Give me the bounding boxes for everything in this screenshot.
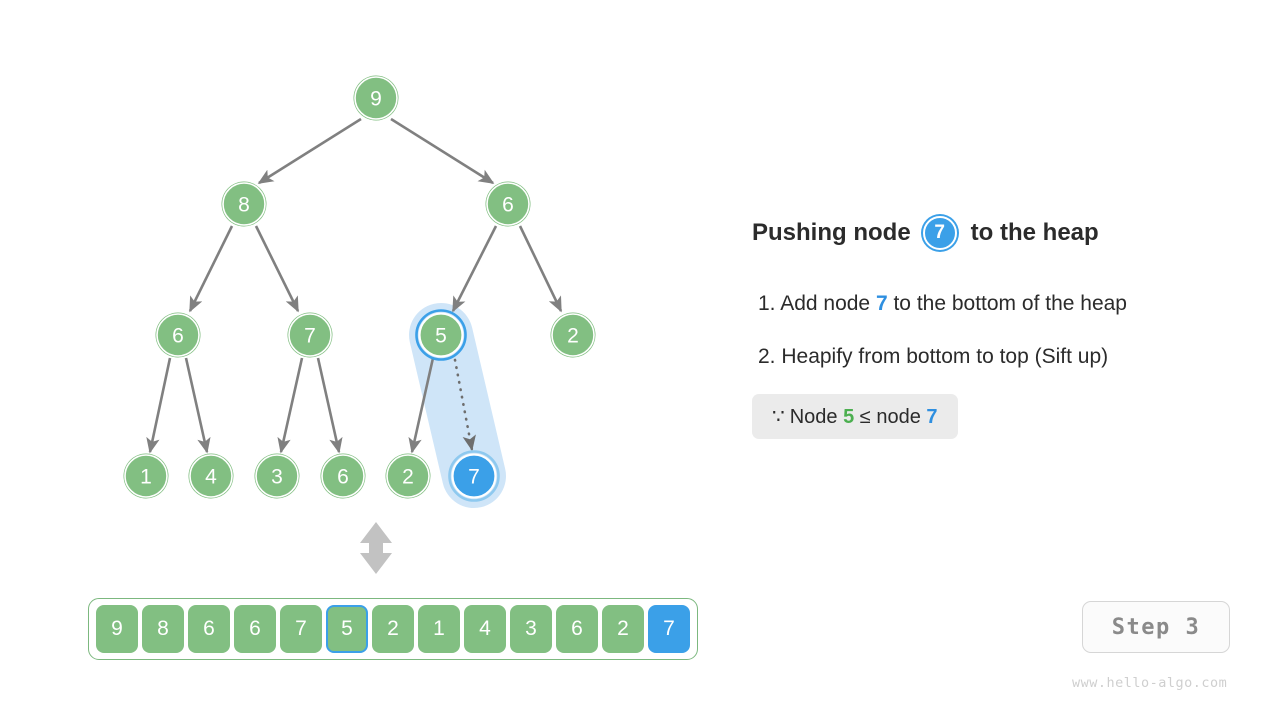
tree-node-5-highlighted: 5 — [415, 309, 467, 361]
title-node-badge: 7 — [922, 216, 957, 250]
array-cell[interactable]: 2 — [602, 605, 644, 653]
tree-node-1-leaf: 1 — [123, 453, 169, 499]
step-1-suffix: to the bottom of the heap — [887, 292, 1127, 315]
tree-node-label: 1 — [140, 466, 152, 489]
edge-8-7 — [254, 225, 300, 313]
edge-6-4 — [184, 357, 211, 454]
tree-node-label: 2 — [567, 325, 579, 348]
tree-node-label: 7 — [304, 325, 316, 348]
because-symbol-icon: ∵ — [772, 406, 785, 428]
instruction-step-2: 2. Heapify from bottom to top (Sift up) — [758, 345, 1108, 369]
tree-array-equivalence-arrow — [360, 522, 392, 574]
tree-node-label: 5 — [435, 325, 447, 348]
hint-mid: node — [876, 406, 927, 428]
edge-7-6 — [316, 357, 343, 454]
array-cell[interactable]: 6 — [188, 605, 230, 653]
tree-node-9: 9 — [353, 75, 399, 121]
edge-9-6 — [390, 117, 495, 185]
edge-5-2 — [408, 357, 435, 454]
hint-right-value: 7 — [926, 406, 938, 428]
heap-visualization: 9 8 6 6 7 — [88, 75, 698, 660]
tree-node-label: 8 — [238, 194, 250, 217]
heap-array: 9 8 6 6 7 5 2 1 4 3 6 2 7 — [88, 598, 698, 660]
edge-8-6 — [188, 225, 234, 313]
array-cell[interactable]: 3 — [510, 605, 552, 653]
tree-node-7-l2: 7 — [287, 312, 333, 358]
step-counter-badge: Step 3 — [1082, 601, 1230, 653]
title-prefix: Pushing node — [752, 219, 911, 246]
comparison-hint-box: ∵Node 5 ≤ node 7 — [752, 394, 958, 439]
footer-watermark: www.hello-algo.com — [1072, 675, 1228, 691]
tree-node-2-leaf: 2 — [385, 453, 431, 499]
edge-9-8 — [257, 117, 362, 185]
tree-node-label: 6 — [172, 325, 184, 348]
array-cell[interactable]: 6 — [234, 605, 276, 653]
tree-node-3-leaf: 3 — [254, 453, 300, 499]
array-cell[interactable]: 4 — [464, 605, 506, 653]
edge-7-3 — [277, 357, 304, 454]
tree-node-4-leaf: 4 — [188, 453, 234, 499]
array-cell-highlighted[interactable]: 5 — [326, 605, 368, 653]
tree-node-label: 9 — [370, 88, 382, 111]
array-cell-inserted[interactable]: 7 — [648, 605, 690, 653]
panel-title: Pushing node 7 to the heap — [752, 216, 1099, 250]
title-suffix: to the heap — [970, 219, 1099, 246]
tree-node-label: 2 — [402, 466, 414, 489]
array-cell[interactable]: 6 — [556, 605, 598, 653]
array-cell[interactable]: 9 — [96, 605, 138, 653]
hint-left-value: 5 — [843, 406, 855, 428]
binary-tree-diagram: 9 8 6 6 7 — [123, 75, 596, 574]
array-cell[interactable]: 7 — [280, 605, 322, 653]
array-cell[interactable]: 8 — [142, 605, 184, 653]
explanation-panel: Pushing node 7 to the heap 1. Add node 7… — [752, 0, 1272, 720]
tree-node-6-leaf: 6 — [320, 453, 366, 499]
tree-node-label: 6 — [337, 466, 349, 489]
tree-node-label: 3 — [271, 466, 283, 489]
tree-node-label: 6 — [502, 194, 514, 217]
tree-node-7-inserted: 7 — [448, 450, 500, 502]
edge-6-5 — [451, 225, 498, 313]
edge-6-1 — [146, 357, 172, 454]
tree-node-6-right: 6 — [485, 181, 531, 227]
step-1-number: 7 — [875, 292, 888, 315]
array-cell[interactable]: 1 — [418, 605, 460, 653]
tree-node-label: 7 — [468, 466, 480, 489]
step-2-text: 2. Heapify from bottom to top (Sift up) — [758, 345, 1109, 368]
tree-node-2-l4: 2 — [550, 312, 596, 358]
hint-lead: Node — [789, 406, 844, 428]
tree-node-6-l1: 6 — [155, 312, 201, 358]
edge-6-2 — [518, 225, 563, 313]
sift-up-dotted-edge — [453, 358, 476, 452]
tree-edges — [146, 117, 563, 454]
tree-node-label: 4 — [205, 466, 217, 489]
hint-operator: ≤ — [854, 406, 877, 428]
tree-nodes: 9 8 6 6 7 — [123, 75, 596, 502]
step-1-prefix: 1. Add node — [758, 292, 876, 315]
tree-node-8: 8 — [221, 181, 267, 227]
array-cell[interactable]: 2 — [372, 605, 414, 653]
instruction-step-1: 1. Add node 7 to the bottom of the heap — [758, 292, 1127, 316]
